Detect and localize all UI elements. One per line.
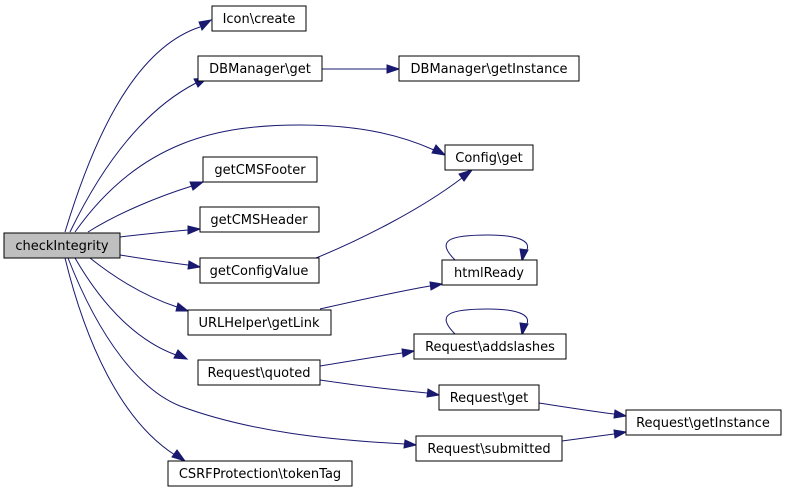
- node-urlhelper-getlink[interactable]: URLHelper\getLink: [187, 309, 332, 336]
- edge-checkintegrity-to-config-get: [74, 124, 447, 233]
- node-request-addslashes[interactable]: Request\addslashes: [413, 333, 567, 360]
- node-request-getinstance-label: Request\getInstance: [636, 416, 770, 431]
- node-htmlready-label: htmlReady: [454, 266, 524, 281]
- nodes: checkIntegrity Icon\create DBManager\get…: [3, 5, 782, 487]
- node-request-quoted-label: Request\quoted: [208, 366, 311, 381]
- node-htmlready[interactable]: htmlReady: [441, 259, 538, 286]
- edge-getconfigvalue-to-config-get: [315, 169, 474, 259]
- edge-checkintegrity-to-request-submitted: [67, 257, 418, 449]
- edge-checkintegrity-to-dbmanager-get: [69, 77, 209, 233]
- node-dbmanager-getinstance[interactable]: DBManager\getInstance: [398, 55, 580, 82]
- node-request-getinstance[interactable]: Request\getInstance: [625, 409, 782, 436]
- edge-checkintegrity-to-getconfigvalue: [119, 254, 202, 270]
- edge-dbmanager-get-to-getinstance: [322, 64, 401, 74]
- node-request-get[interactable]: Request\get: [438, 384, 540, 411]
- node-request-submitted[interactable]: Request\submitted: [415, 435, 563, 462]
- node-dbmanager-get[interactable]: DBManager\get: [197, 55, 323, 82]
- edge-request-quoted-to-request-get: [319, 379, 441, 398]
- node-checkintegrity-label: checkIntegrity: [15, 239, 109, 254]
- node-getcmsheader[interactable]: getCMSHeader: [199, 206, 320, 233]
- edge-checkintegrity-to-getcmsheader: [119, 225, 202, 238]
- node-urlhelper-getlink-label: URLHelper\getLink: [198, 316, 320, 331]
- node-request-get-label: Request\get: [450, 391, 529, 406]
- node-request-quoted[interactable]: Request\quoted: [197, 359, 321, 386]
- node-csrf-tokentag[interactable]: CSRFProtection\tokenTag: [167, 460, 353, 487]
- edge-request-get-to-getinstance: [538, 402, 628, 419]
- edge-checkintegrity-to-urlhelper-getlink: [89, 257, 190, 312]
- node-getcmsheader-label: getCMSHeader: [210, 213, 308, 228]
- node-checkintegrity[interactable]: checkIntegrity: [3, 232, 121, 259]
- node-getconfigvalue[interactable]: getConfigValue: [199, 257, 320, 284]
- node-getconfigvalue-label: getConfigValue: [210, 264, 309, 279]
- edges: [64, 19, 628, 462]
- edge-request-quoted-to-addslashes: [319, 348, 416, 367]
- node-config-get-label: Config\get: [455, 151, 522, 166]
- node-request-addslashes-label: Request\addslashes: [425, 340, 555, 355]
- edge-checkintegrity-to-csrf-tokentag: [64, 257, 187, 462]
- node-getcmsfooter[interactable]: getCMSFooter: [202, 156, 318, 183]
- node-csrf-tokentag-label: CSRFProtection\tokenTag: [179, 467, 341, 482]
- edge-checkintegrity-to-request-quoted: [74, 257, 189, 360]
- edge-urlhelper-getlink-to-htmlready: [319, 281, 444, 310]
- edge-request-submitted-to-getinstance: [561, 429, 628, 442]
- node-getcmsfooter-label: getCMSFooter: [214, 163, 306, 178]
- node-dbmanager-get-label: DBManager\get: [209, 62, 311, 77]
- node-icon-create-label: Icon\create: [223, 12, 296, 27]
- edge-htmlready-self-loop: [445, 234, 529, 263]
- edge-checkintegrity-to-getcmsfooter: [87, 181, 205, 233]
- edge-request-addslashes-self-loop: [445, 308, 529, 337]
- edge-checkintegrity-to-icon-create: [64, 19, 213, 233]
- node-request-submitted-label: Request\submitted: [427, 442, 550, 457]
- node-dbmanager-getinstance-label: DBManager\getInstance: [411, 62, 568, 77]
- node-icon-create[interactable]: Icon\create: [211, 5, 307, 32]
- node-config-get[interactable]: Config\get: [444, 144, 534, 171]
